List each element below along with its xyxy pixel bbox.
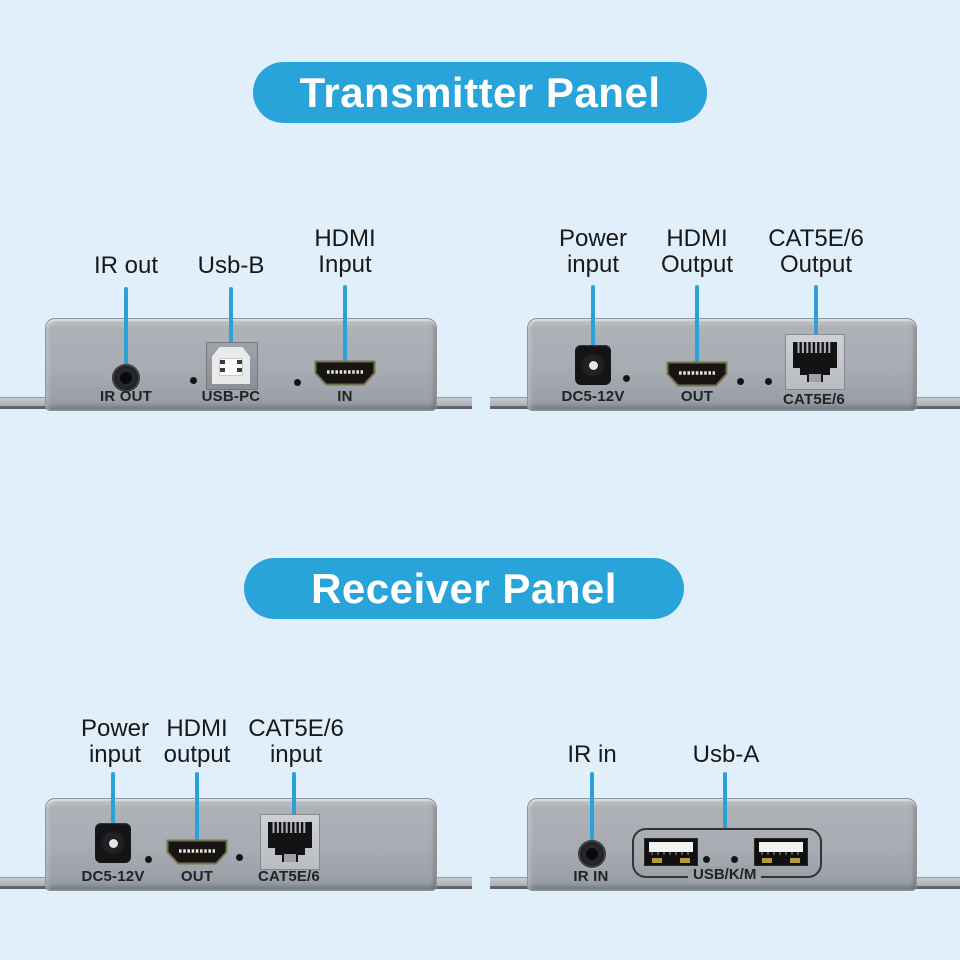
- screw-dot: [703, 856, 710, 863]
- port-label-usb-pc: USB-PC: [201, 388, 261, 405]
- port-label-cat5e6: CAT5E/6: [783, 391, 845, 408]
- callout-line: [723, 772, 727, 829]
- callout-hdmi-output: HDMI output: [163, 715, 231, 768]
- port-label-in: IN: [337, 388, 353, 405]
- port-label-cat5e6: CAT5E/6: [258, 868, 320, 885]
- port-label-usb-k-m: USB/K/M: [688, 866, 762, 883]
- ir-in-jack-port: [578, 840, 606, 868]
- callout-line: [590, 772, 594, 840]
- callout-power-input: Power input: [558, 225, 628, 278]
- callout-line: [814, 285, 818, 336]
- callout-line: [343, 285, 347, 361]
- callout-cat5e6-input: CAT5E/6 input: [248, 715, 344, 768]
- usb-b-port: [206, 342, 258, 390]
- mount-flange: [913, 397, 960, 409]
- callout-cat5e6-output: CAT5E/6 Output: [768, 225, 864, 278]
- screw-dot: [294, 379, 301, 386]
- mount-flange: [433, 397, 472, 409]
- port-label-ir-out: IR OUT: [99, 388, 153, 405]
- screw-dot: [236, 854, 243, 861]
- dc-power-port: [575, 345, 611, 385]
- screw-dot: [145, 856, 152, 863]
- screw-dot: [623, 375, 630, 382]
- port-label-out: OUT: [680, 388, 714, 405]
- screw-dot: [737, 378, 744, 385]
- callout-hdmi-output: HDMI Output: [660, 225, 734, 278]
- screw-dot: [765, 378, 772, 385]
- callout-ir-out: IR out: [93, 252, 159, 279]
- callout-ir-in: IR in: [567, 741, 617, 768]
- usb-a-port: [644, 838, 698, 866]
- callout-line: [591, 285, 595, 346]
- callout-line: [195, 772, 199, 840]
- ir-out-jack-port: [112, 364, 140, 392]
- callout-power-input: Power input: [80, 715, 150, 768]
- receiver-panel-title: Receiver Panel: [244, 558, 684, 619]
- port-label-ir-in: IR IN: [573, 868, 609, 885]
- callout-usb-b: Usb-B: [197, 252, 265, 279]
- mount-flange: [0, 877, 47, 889]
- usb-a-port: [754, 838, 808, 866]
- hdmi-out-port: [666, 361, 728, 387]
- receiver-back-panel: [45, 798, 437, 891]
- callout-line: [111, 772, 115, 824]
- mount-flange: [0, 397, 47, 409]
- hdmi-in-port: [314, 360, 376, 386]
- callout-line: [229, 287, 233, 343]
- mount-flange: [490, 397, 529, 409]
- hdmi-out-port: [166, 839, 228, 865]
- callout-line: [124, 287, 128, 366]
- transmitter-panel-title: Transmitter Panel: [253, 62, 707, 123]
- rj45-port: [260, 814, 320, 870]
- dc-power-port: [95, 823, 131, 863]
- callout-usb-a: Usb-A: [692, 741, 760, 768]
- screw-dot: [190, 377, 197, 384]
- port-label-out: OUT: [180, 868, 214, 885]
- usb-b-connector: [212, 347, 250, 384]
- screw-dot: [731, 856, 738, 863]
- callout-line: [292, 772, 296, 816]
- rj45-port: [785, 334, 845, 390]
- callout-hdmi-input: HDMI Input: [314, 225, 376, 278]
- port-label-dc5-12v: DC5-12V: [561, 388, 625, 405]
- mount-flange: [913, 877, 960, 889]
- callout-line: [695, 285, 699, 362]
- mount-flange: [433, 877, 472, 889]
- mount-flange: [490, 877, 529, 889]
- port-label-dc5-12v: DC5-12V: [81, 868, 145, 885]
